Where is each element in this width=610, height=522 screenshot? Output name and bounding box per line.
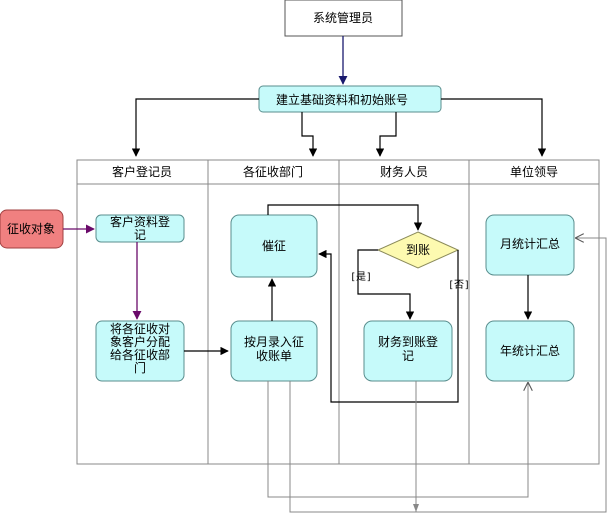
urge-collection-box: 催征 [230,214,318,278]
arrow-setup-to-collection-departments [301,112,318,157]
admin-box: 系统管理员 [284,0,403,37]
collection-target-box: 征收对象 [0,209,64,249]
lane-header-customer-registrar: 客户登记员 [112,164,172,179]
arrow-decision-no-to-urge [318,249,459,403]
setup-box: 建立基础资料和初始账号 [258,85,442,113]
assign-customers-label-line2: 象客户分配 [110,334,170,349]
setup-label: 建立基础资料和初始账号 [276,92,408,107]
assign-customers-label-line1: 将各征收对 [110,321,170,336]
guard-yes-label: [是] [350,271,372,283]
guard-no-label: [否] [448,279,470,291]
monthly-summary-box: 月统计汇总 [485,214,575,276]
customer-registration-label-line2: 记 [134,228,146,242]
monthly-entry-label-line2: 收账单 [256,349,292,363]
collection-target-label: 征收对象 [7,222,55,236]
admin-label: 系统管理员 [313,10,373,25]
finance-registration-label-line1: 财务到账登 [378,334,438,349]
line-to-monthly-summary-right [416,238,607,513]
swimlane-frame [76,159,600,465]
assign-customers-box: 将各征收对 象客户分配 给各征收部 门 [95,320,185,382]
monthly-entry-box: 按月录入征 收账单 [230,320,318,382]
monthly-entry-label-line1: 按月录入征 [244,335,304,349]
monthly-summary-label: 月统计汇总 [500,237,560,251]
arrow-urge-to-decision [267,204,423,231]
arrived-decision: 到账 [376,231,460,269]
yearly-summary-label: 年统计汇总 [500,344,560,358]
merge-point [413,504,419,512]
arrow-setup-to-customer-registrar [131,98,259,157]
line-monthly-entry-down [289,381,416,513]
finance-registration-box: 财务到账登 记 [363,320,453,382]
arrow-decision-yes-to-finance [357,249,415,320]
assign-customers-label-line4: 门 [134,360,146,375]
customer-registration-label-line1: 客户资料登 [110,214,170,229]
arrow-setup-to-finance-staff [375,112,397,157]
finance-registration-label-line2: 记 [402,349,414,363]
yearly-summary-box: 年统计汇总 [485,320,575,382]
line-monthly-entry-to-summary [267,381,528,498]
urge-collection-label: 催征 [262,239,286,253]
assign-customers-label-line3: 给各征收部 [110,347,170,362]
lane-header-finance-staff: 财务人员 [380,164,428,179]
customer-registration-box: 客户资料登 记 [95,214,185,243]
lane-header-unit-leader: 单位领导 [510,164,558,179]
arrived-decision-label: 到账 [406,243,430,257]
lane-header-collection-departments: 各征收部门 [243,164,303,179]
arrow-setup-to-unit-leader [441,98,547,157]
